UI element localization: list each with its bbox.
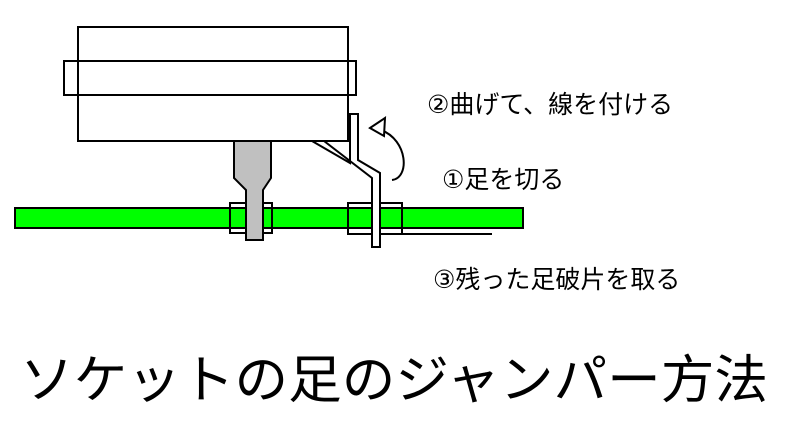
diagram-title: ソケットの足のジャンパー方法 <box>20 351 768 411</box>
step-remove-label: ③残った足破片を取る <box>433 265 680 294</box>
socket-flange <box>63 60 357 96</box>
step-cut-label: ①足を切る <box>442 165 564 194</box>
left-socket-pin <box>233 139 272 241</box>
circuit-board <box>14 207 524 229</box>
bend-arrow-curve <box>380 129 405 181</box>
bend-arrowhead-icon <box>368 116 387 138</box>
bent-pin <box>308 113 381 248</box>
step-bend-label: ②曲げて、線を付ける <box>427 90 673 119</box>
